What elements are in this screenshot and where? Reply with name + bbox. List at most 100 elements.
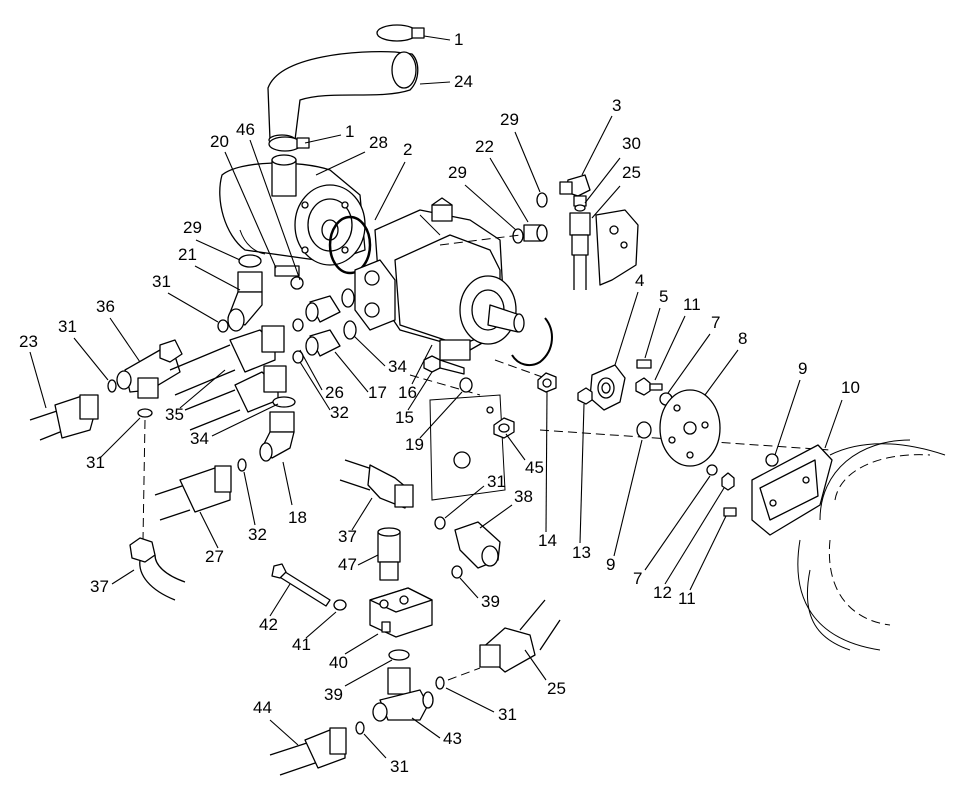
callout-43: 43: [443, 729, 462, 748]
callout-41: 41: [292, 635, 311, 654]
callout-11-bottom: 11: [678, 589, 696, 608]
mounting-plate: [409, 374, 506, 501]
o-ring-34-top: [341, 288, 355, 308]
elbow-fitting-3: [559, 174, 591, 207]
callout-38: 38: [514, 487, 533, 506]
callout-5: 5: [659, 287, 668, 306]
bolt-11-top: [635, 377, 663, 396]
o-ring-31b: [107, 379, 117, 393]
o-ring-29b: [536, 192, 548, 208]
callout-35: 35: [165, 405, 184, 424]
tee-fitting-36: [116, 339, 183, 399]
o-ring-29c: [238, 254, 262, 268]
callout-28: 28: [369, 133, 388, 152]
callout-37-left: 37: [90, 577, 109, 596]
wheel-phantom: [797, 439, 946, 651]
callout-30: 30: [622, 134, 641, 153]
elbow-fitting-21: [227, 271, 263, 332]
o-ring-31-lower-right: [435, 676, 445, 690]
coupler-10: [751, 444, 833, 536]
callout-8: 8: [738, 329, 747, 348]
callout-31-f: 31: [390, 757, 409, 776]
o-ring-32-a: [292, 318, 304, 332]
callout-36: 36: [96, 297, 115, 316]
callout-39-lower: 39: [324, 685, 343, 704]
callout-31-a: 31: [152, 272, 171, 291]
callout-21: 21: [178, 245, 197, 264]
elbow-fitting-38: [454, 521, 501, 569]
callout-44: 44: [253, 698, 272, 717]
callout-19: 19: [405, 435, 424, 454]
callout-11-top: 11: [683, 295, 701, 314]
fitting-47: [377, 527, 401, 581]
hose-44: [269, 727, 347, 776]
callout-15: 15: [395, 408, 414, 427]
nut-45: [493, 417, 515, 439]
o-ring-34-lower: [272, 396, 296, 408]
callout-1-lower: 1: [345, 122, 354, 141]
washer-41: [333, 599, 347, 611]
washer-9-left: [636, 421, 652, 439]
callout-39-upper: 39: [481, 592, 500, 611]
hose-37-center: [339, 459, 414, 509]
callout-32-a: 32: [330, 403, 349, 422]
callout-47: 47: [338, 555, 357, 574]
nut-14: [537, 372, 557, 393]
bracket: [595, 209, 639, 286]
callout-14: 14: [538, 531, 557, 550]
fitting-22: [523, 224, 548, 242]
setscrew-5: [636, 359, 652, 369]
fitting-17-bottom: [305, 329, 341, 357]
hose-27: [154, 465, 232, 521]
callout-23: 23: [19, 332, 38, 351]
o-ring-31-center: [434, 516, 446, 530]
bolt-42: [271, 563, 331, 607]
hose-23: [29, 394, 99, 441]
washer-9-right: [765, 453, 779, 467]
hose-35: [169, 325, 285, 396]
callout-13: 13: [572, 543, 591, 562]
callout-9-right: 9: [798, 359, 807, 378]
callout-17: 17: [368, 383, 387, 402]
callout-46: 46: [236, 120, 255, 139]
callout-26: 26: [325, 383, 344, 402]
callout-31-b: 31: [58, 317, 77, 336]
o-ring-32-c: [237, 458, 247, 472]
o-ring-31-lower-left: [355, 721, 365, 735]
o-ring-39-lower: [388, 649, 410, 661]
callout-29-left: 29: [183, 218, 202, 237]
flex-disc-8: [659, 389, 721, 467]
callout-12: 12: [653, 583, 672, 602]
callouts: 1 24 46 1 20 28 2 29 22 29 3 30 25 29 21…: [19, 30, 860, 776]
o-ring-30: [574, 204, 586, 212]
washer-19: [459, 377, 473, 393]
bolt-11-bottom: [723, 507, 737, 517]
o-ring-31a: [217, 319, 229, 333]
callout-34-b: 34: [190, 429, 209, 448]
callout-27: 27: [205, 547, 224, 566]
retaining-ring: [511, 317, 553, 367]
callout-32-b: 32: [248, 525, 267, 544]
callout-9-left: 9: [606, 555, 615, 574]
nut-13: [577, 387, 593, 405]
callout-16: 16: [398, 383, 417, 402]
callout-10: 10: [841, 378, 860, 397]
o-ring-39-upper: [451, 565, 463, 579]
pump-16: [354, 197, 525, 361]
callout-42: 42: [259, 615, 278, 634]
callout-7-top: 7: [711, 313, 720, 332]
callout-25-top: 25: [622, 163, 641, 182]
o-ring-32-b: [292, 350, 304, 364]
block-40: [369, 587, 433, 638]
callout-40: 40: [329, 653, 348, 672]
callout-29-mid: 29: [448, 163, 467, 182]
hose-clamp-1-lower: [268, 136, 310, 152]
fitting-17-top: [305, 295, 341, 323]
callout-22: 22: [475, 137, 494, 156]
elbow-fitting-18: [259, 411, 295, 462]
callout-31-d: 31: [487, 472, 506, 491]
callout-3: 3: [612, 96, 621, 115]
callout-31-e: 31: [498, 705, 517, 724]
bolt-12: [721, 472, 735, 491]
